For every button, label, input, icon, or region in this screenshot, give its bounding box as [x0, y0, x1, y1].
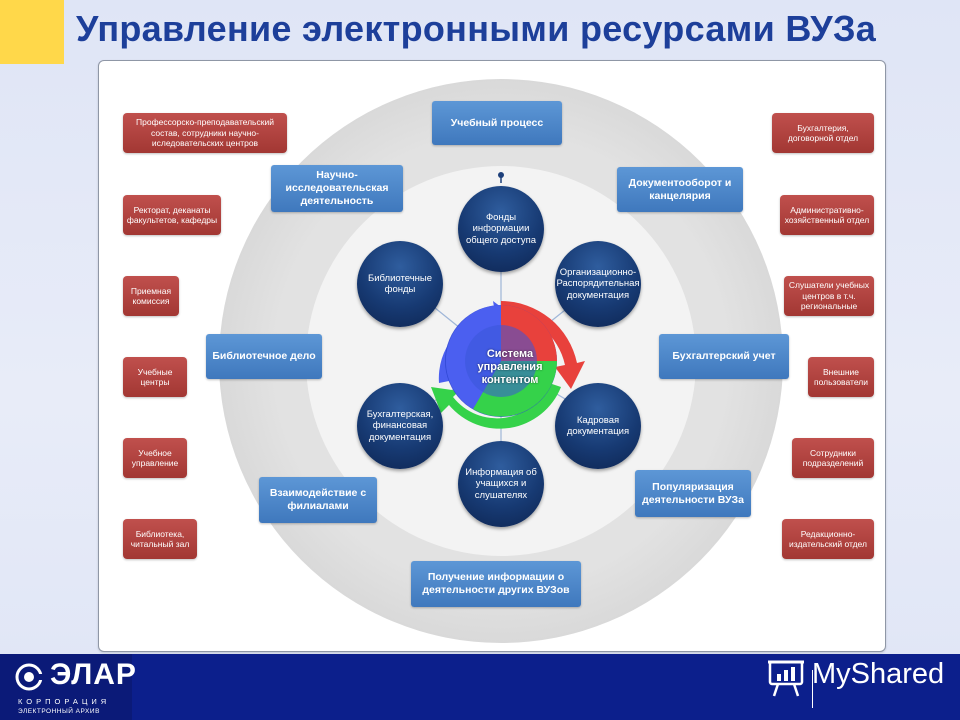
slide-title: Управление электронными ресурсами ВУЗа: [76, 8, 877, 49]
service-box-document-flow[interactable]: Документооборот и канцелярия: [617, 167, 743, 212]
elar-wordmark: ЭЛАР: [50, 658, 137, 691]
service-box-accounting[interactable]: Бухгалтерский учет: [659, 334, 789, 379]
user-box-external-users[interactable]: Внешние пользователи: [808, 357, 874, 397]
service-box-research[interactable]: Научно-исследовательская деятельность: [271, 165, 403, 212]
diagram-panel: Фонды информации общего доступа Организа…: [98, 60, 886, 652]
user-box-regional-students[interactable]: Слушатели учебных центров в т.ч. региона…: [784, 276, 874, 316]
content-circle-finance-docs[interactable]: Бухгалтерская, финансовая документация: [357, 383, 443, 469]
user-box-study-department[interactable]: Учебное управление: [123, 438, 187, 478]
service-box-other-universities[interactable]: Получение информации о деятельности друг…: [411, 561, 581, 607]
user-box-training-centers[interactable]: Учебные центры: [123, 357, 187, 397]
cycle-arrow-red: [501, 301, 585, 389]
slide-header: Управление электронными ресурсами ВУЗа: [0, 0, 960, 64]
user-box-staff[interactable]: Сотрудники подразделений: [792, 438, 874, 478]
user-box-faculty[interactable]: Профессорско-преподавательский состав, с…: [123, 113, 287, 153]
accent-square: [0, 0, 64, 64]
elar-tagline: ЭЛЕКТРОННЫЙ АРХИВ: [18, 708, 100, 715]
content-circle-org-docs[interactable]: Организационно-Распорядительная документ…: [555, 241, 641, 327]
service-box-library[interactable]: Библиотечное дело: [206, 334, 322, 379]
user-box-bookkeeping[interactable]: Бухгалтерия, договорной отдел: [772, 113, 874, 153]
user-box-publishing[interactable]: Редакционно-издательский отдел: [782, 519, 874, 559]
watermark-separator: [812, 670, 813, 708]
presentation-icon: [768, 660, 804, 697]
service-box-study-process[interactable]: Учебный процесс: [432, 101, 562, 145]
center-label-cms: Система управления контентом: [477, 348, 543, 386]
user-box-rectorate[interactable]: Ректорат, деканаты факультетов, кафедры: [123, 195, 221, 235]
content-circle-library-funds[interactable]: Библиотечные фонды: [357, 241, 443, 327]
elar-logo-icon: [15, 663, 50, 691]
elar-logo: ЭЛАР КОРПОРАЦИЯ ЭЛЕКТРОННЫЙ АРХИВ: [0, 654, 136, 720]
service-box-branches[interactable]: Взаимодействие с филиалами: [259, 477, 377, 523]
myshared-label: MyShared: [812, 658, 945, 690]
content-circle-public-info[interactable]: Фонды информации общего доступа: [458, 186, 544, 272]
footer-bar: ЭЛАР КОРПОРАЦИЯ ЭЛЕКТРОННЫЙ АРХИВ MyShar…: [0, 654, 960, 720]
elar-subtitle: КОРПОРАЦИЯ: [18, 697, 111, 706]
service-box-popularization[interactable]: Популяризация деятельности ВУЗа: [635, 470, 751, 517]
user-box-library-hall[interactable]: Библиотека, читальный зал: [123, 519, 197, 559]
user-box-admissions[interactable]: Приемная комиссия: [123, 276, 179, 316]
content-circle-student-info[interactable]: Информация об учащихся и слушателях: [458, 441, 544, 527]
content-circle-hr-docs[interactable]: Кадровая документация: [555, 383, 641, 469]
cycle-arrows: [431, 301, 585, 429]
user-box-admin-department[interactable]: Административно-хозяйственный отдел: [780, 195, 874, 235]
cycle-arrow-green: [431, 383, 561, 429]
myshared-watermark: MyShared: [766, 656, 946, 716]
